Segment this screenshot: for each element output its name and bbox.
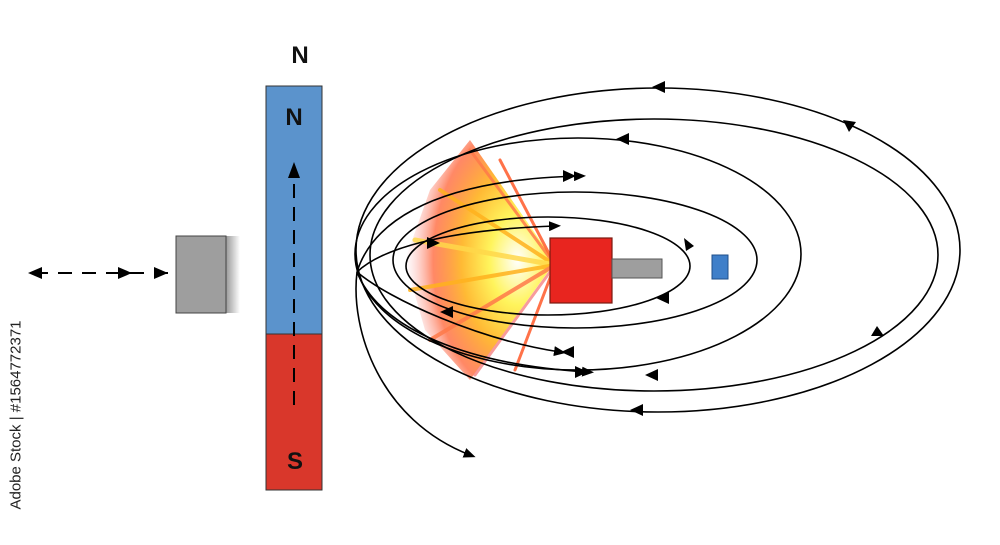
field-line-open	[355, 271, 476, 458]
field-loop-4	[369, 118, 939, 392]
blue-chip	[711, 254, 729, 280]
stock-watermark-label: Adobe Stock | #1564772371	[4, 300, 28, 530]
iron-block	[175, 235, 240, 314]
target-object	[549, 237, 729, 304]
north-pole-label: N	[285, 104, 302, 131]
field-line-open-2	[356, 271, 594, 377]
field-arrowheads	[427, 81, 884, 416]
field-loop-1	[405, 216, 691, 316]
red-cube	[549, 237, 613, 304]
magnet-south-pole	[265, 333, 323, 491]
field-line-open-4	[356, 171, 586, 273]
grey-rod	[611, 258, 663, 279]
field-line-open-5	[356, 221, 561, 273]
field-loop-2	[392, 191, 758, 329]
north-label-above: N	[291, 42, 308, 69]
motion-arrow	[28, 267, 168, 279]
bar-magnet	[265, 85, 323, 491]
energy-burst	[405, 140, 558, 380]
field-line-open-3	[356, 271, 566, 357]
watermark-text: Adobe Stock | #1564772371	[7, 320, 25, 510]
south-pole-label: S	[287, 448, 303, 475]
